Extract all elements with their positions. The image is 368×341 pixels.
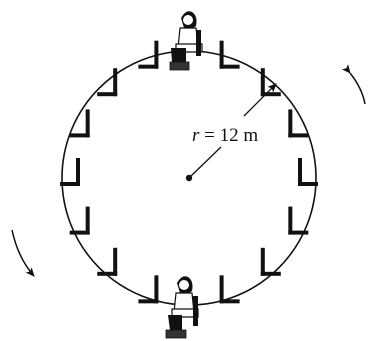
radius-line bbox=[190, 146, 222, 177]
radius-arrow bbox=[243, 83, 277, 117]
rotation-arrow-lower-left bbox=[11, 229, 35, 277]
seat-group bbox=[60, 40, 318, 304]
rotation-arrow-upper-right bbox=[341, 64, 366, 105]
seat bbox=[138, 40, 159, 69]
rider-bottom bbox=[165, 276, 199, 339]
seat bbox=[97, 68, 118, 97]
radius-value: = 12 m bbox=[199, 125, 258, 146]
seat bbox=[260, 247, 281, 276]
radius-symbol: r bbox=[192, 125, 200, 146]
seat bbox=[97, 247, 118, 276]
seat bbox=[219, 40, 240, 69]
rider-top bbox=[169, 11, 203, 71]
wheel-center bbox=[185, 174, 193, 182]
seat bbox=[260, 68, 281, 97]
radius-label: r = 12 m bbox=[192, 125, 258, 146]
